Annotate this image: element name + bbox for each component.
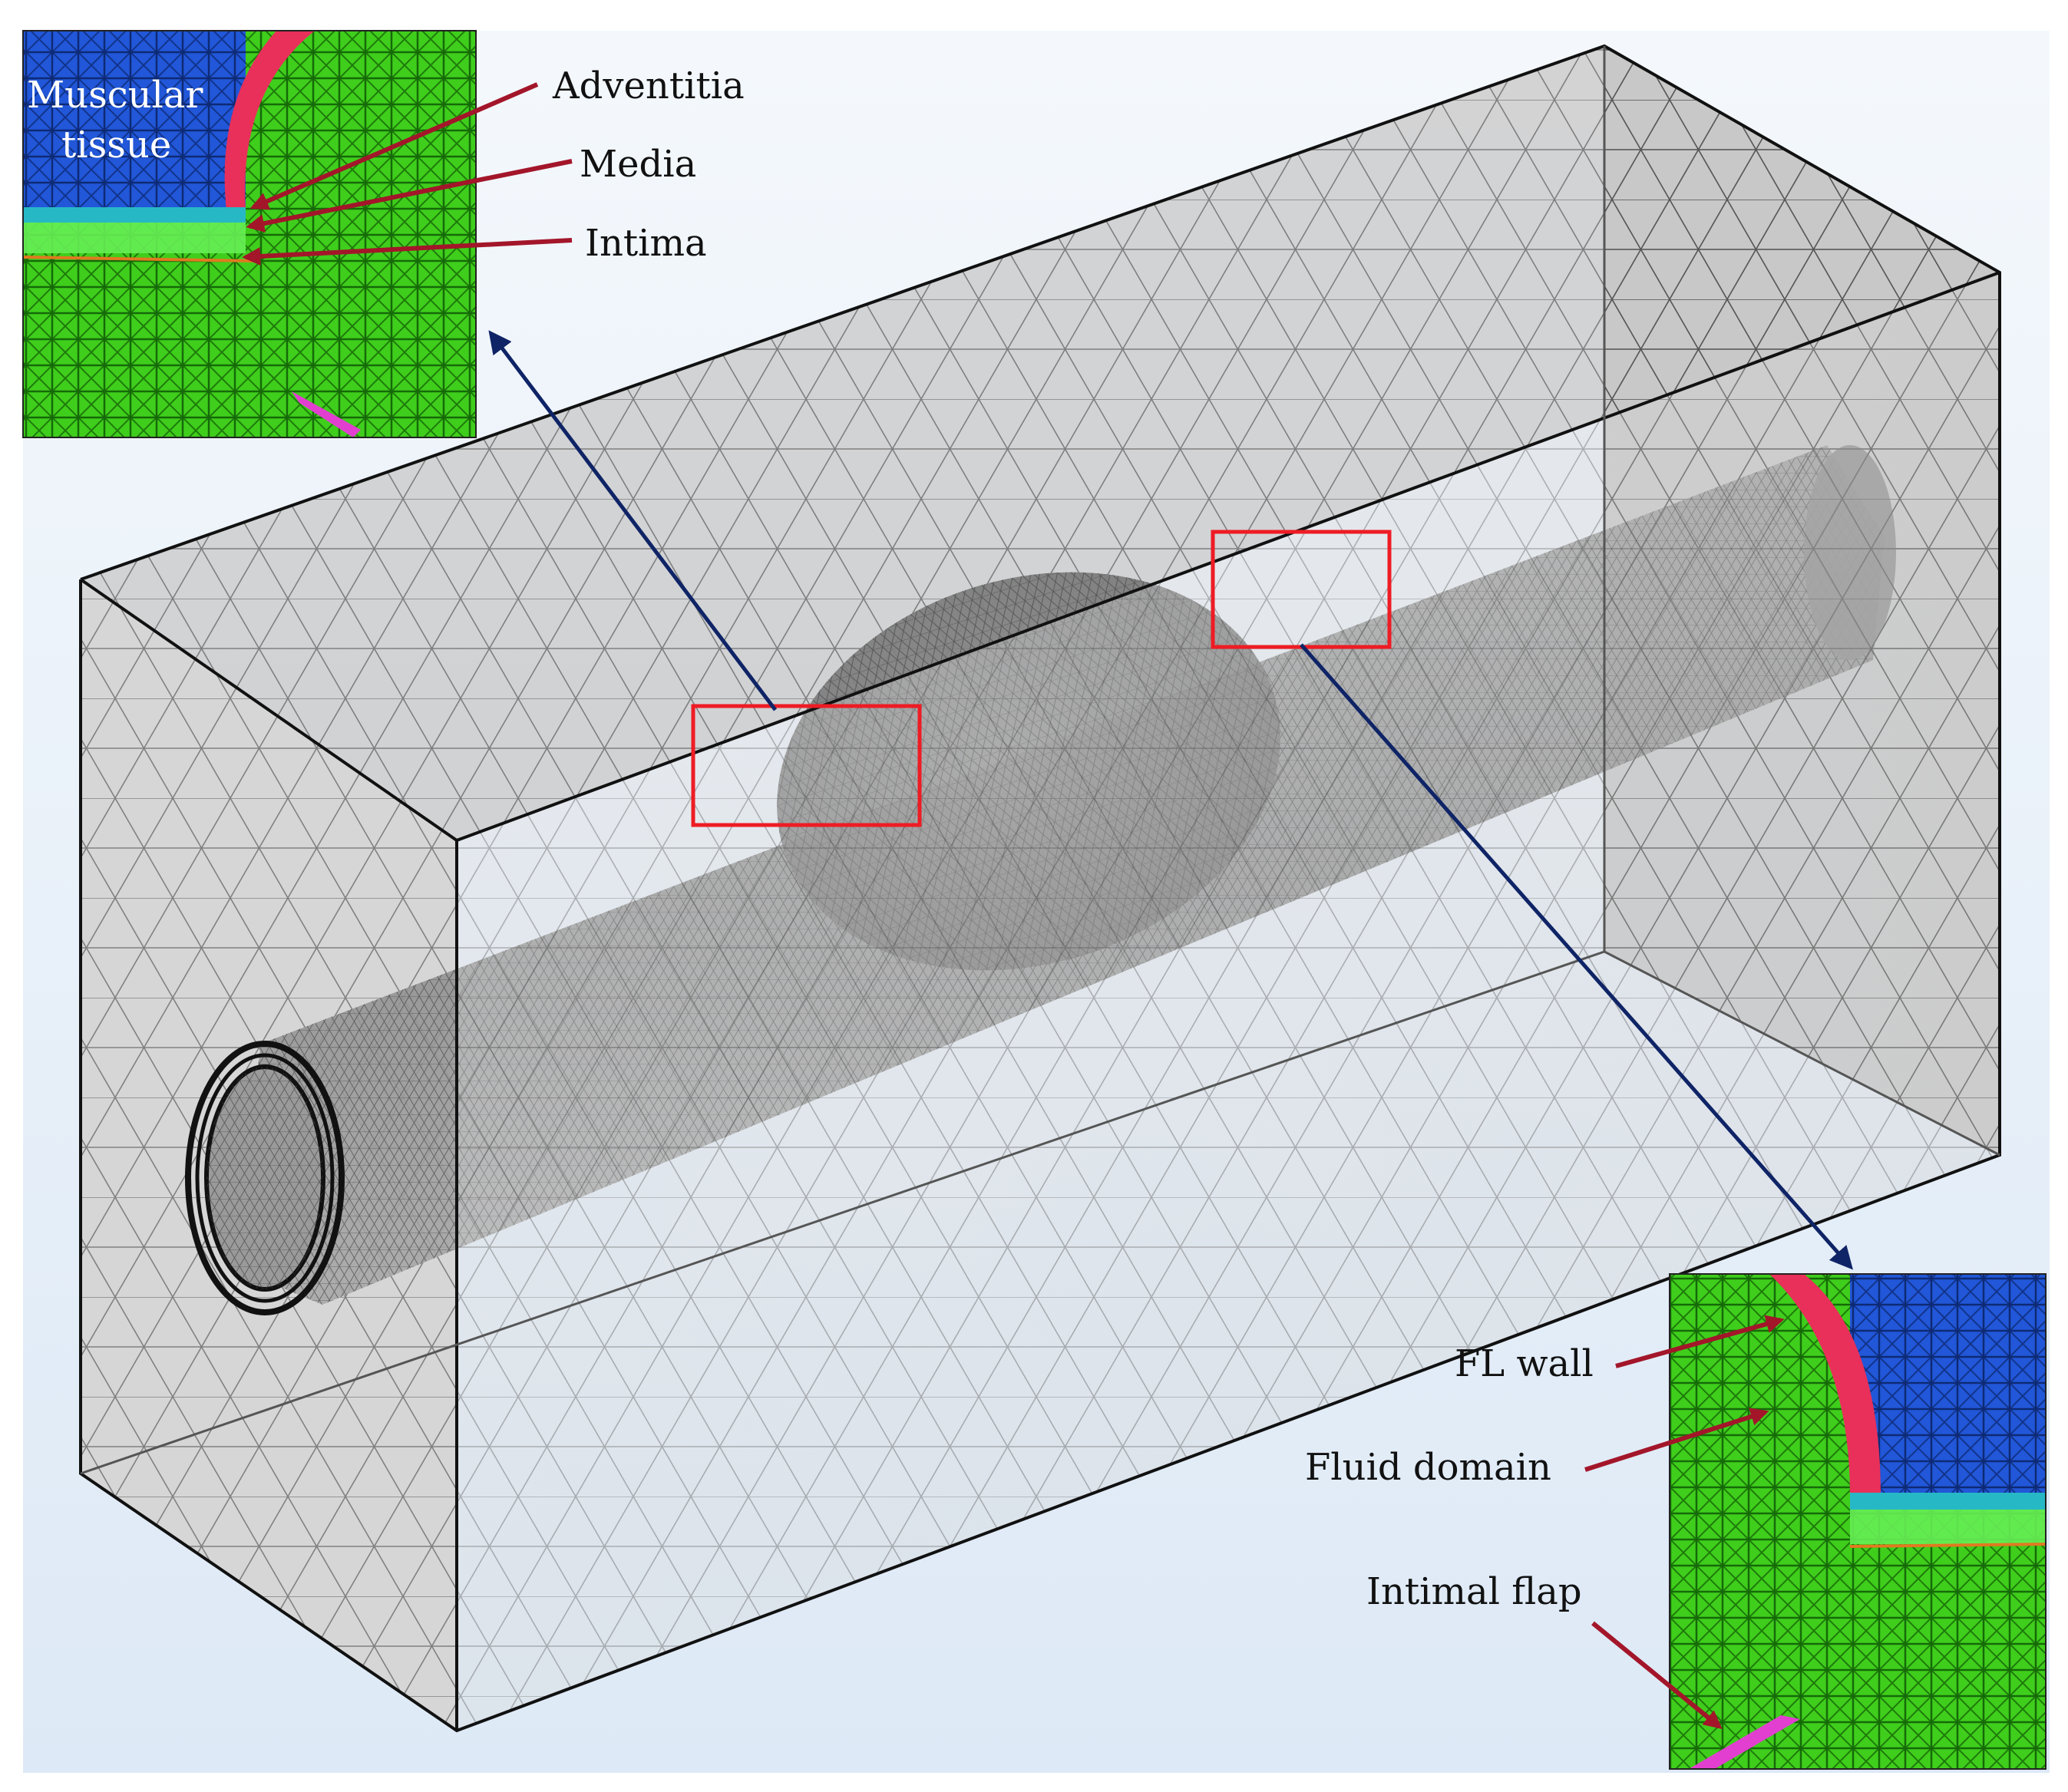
label-fluid-domain: Fluid domain (1305, 1446, 1551, 1489)
box-top-mesh (81, 46, 2000, 840)
intima-band (23, 223, 246, 253)
label-adventitia: Adventitia (552, 64, 745, 107)
label-fl-wall: FL wall (1455, 1342, 1594, 1385)
media-band (23, 207, 246, 223)
zoom-box-left (691, 704, 922, 827)
callout-line-fluid-domain (1584, 1408, 1769, 1472)
muscular-tissue-region (23, 31, 246, 211)
inset-top-left (23, 31, 476, 437)
vessel-inlet-mesh (206, 1067, 323, 1289)
mesh-box (79, 44, 2001, 1733)
muscular-tissue-region-right (1850, 1274, 2046, 1497)
box-front-mesh (457, 272, 2000, 1731)
callout-line-adventitia (249, 82, 539, 210)
zoom-arrow-icon-left (488, 330, 777, 711)
callout-line-intima (242, 238, 573, 266)
media-band-right (1850, 1493, 2046, 1510)
label-intima: Intima (585, 222, 707, 265)
callout-line-intimal-flap (1591, 1621, 1723, 1730)
label-muscular-tissue-1: Muscular (27, 74, 203, 117)
inset-bottom-right (1670, 1274, 2046, 1769)
fl-wall-region (1769, 1274, 1881, 1497)
intimal-flap-small (292, 391, 361, 437)
intimal-flap-region (1689, 1715, 1800, 1769)
vessel-inlet-outer-ring (185, 1041, 345, 1315)
intima-band-right (1850, 1510, 2046, 1544)
callout-line-fl-wall (1615, 1315, 1785, 1368)
label-media: Media (580, 143, 696, 186)
adventitia-region (224, 31, 315, 211)
callout-line-media (246, 159, 573, 233)
label-intimal-flap: Intimal flap (1366, 1570, 1582, 1613)
vessel-inlet-mid-ring (195, 1053, 335, 1303)
label-muscular-tissue-2: tissue (61, 124, 171, 167)
zoom-arrow-icon-right (1300, 643, 1853, 1270)
box-edges (79, 44, 2001, 1733)
